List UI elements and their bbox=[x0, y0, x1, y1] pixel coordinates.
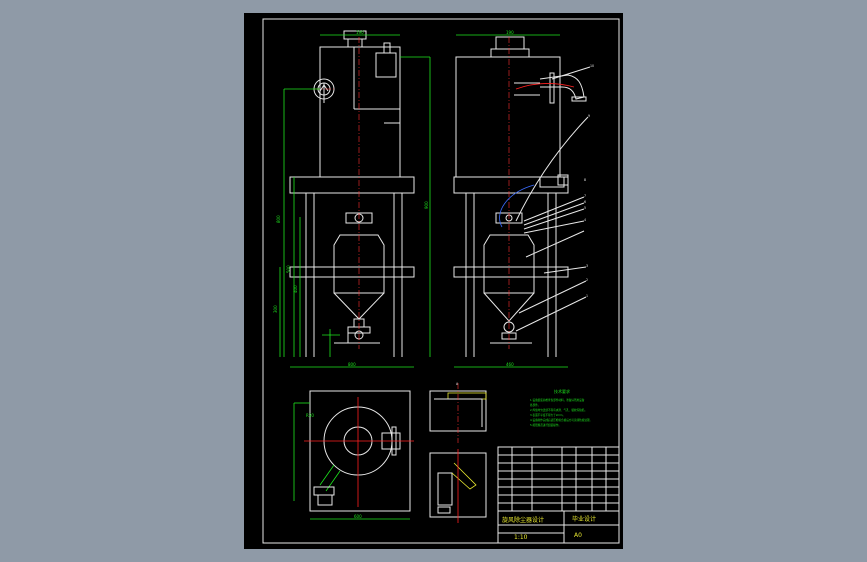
part-no-3: 3 bbox=[586, 264, 588, 268]
plan-view: 600 R30 bbox=[293, 390, 414, 520]
dim-bottom-front: 800 bbox=[348, 362, 356, 367]
note-line-2: 各部件。 bbox=[530, 403, 540, 407]
dim-top-front: 190 bbox=[356, 30, 364, 35]
dim-height-left-2: 500 bbox=[286, 265, 291, 273]
title-block-scale: 1:10 bbox=[514, 534, 528, 541]
title-block: 旋风除尘器设计 毕业设计 A0 1:10 bbox=[497, 446, 620, 544]
title-block-title: 旋风除尘器设计 bbox=[502, 516, 544, 524]
part-no-8: 8 bbox=[584, 178, 586, 182]
detail-views: A bbox=[429, 382, 487, 523]
part-no-7: 7 bbox=[584, 194, 586, 198]
dim-height-left-3: 400 bbox=[293, 285, 298, 293]
part-no-4: 4 bbox=[584, 218, 586, 222]
title-block-project: 毕业设计 bbox=[572, 515, 596, 523]
dim-height-left-1: 800 bbox=[276, 215, 281, 223]
cad-drawing: 190 800 500 400 300 900 800 bbox=[262, 18, 620, 544]
front-view: 190 800 500 400 300 900 800 bbox=[273, 30, 431, 368]
part-no-1: 1 bbox=[586, 294, 588, 298]
note-line-6: 5.按照规范进行组装操作。 bbox=[530, 423, 561, 427]
drawing-frame bbox=[262, 18, 620, 544]
note-line-1: 1.设备组装前检查各部件材料，准备好所用设备 bbox=[530, 398, 585, 402]
part-no-5: 5 bbox=[584, 206, 586, 210]
note-line-5: 4.设备制作完成后试压检验合格后方可涂漆防腐处理。 bbox=[530, 418, 592, 422]
note-line-4: 3.表面不平度不得大于2mm。 bbox=[530, 413, 565, 417]
side-view: 190 460 10 9 8 7 6 5 4 3 2 1 bbox=[453, 30, 594, 368]
drawing-sheet: 190 800 500 400 300 900 800 bbox=[244, 13, 623, 549]
note-line-3: 2.焊缝均匀连续不得有夹渣、气孔、裂纹等缺陷。 bbox=[530, 408, 587, 412]
dim-plan-radius: R30 bbox=[306, 413, 314, 418]
part-no-6: 6 bbox=[584, 200, 586, 204]
dim-height-left-4: 300 bbox=[273, 305, 278, 313]
title-block-drawing-no: A0 bbox=[574, 532, 582, 539]
dim-plan-width: 600 bbox=[354, 514, 362, 519]
dim-top-side: 190 bbox=[506, 30, 514, 35]
dim-total-height: 900 bbox=[424, 201, 429, 209]
dim-bottom-side: 460 bbox=[506, 362, 514, 367]
part-no-2: 2 bbox=[586, 278, 588, 282]
part-no-10: 10 bbox=[590, 64, 594, 68]
technical-notes: 技术要求 1.设备组装前检查各部件材料，准备好所用设备 各部件。 2.焊缝均匀连… bbox=[530, 388, 592, 427]
detail-label-a: A bbox=[456, 382, 459, 386]
part-no-9: 9 bbox=[588, 114, 590, 118]
notes-title: 技术要求 bbox=[554, 388, 570, 394]
